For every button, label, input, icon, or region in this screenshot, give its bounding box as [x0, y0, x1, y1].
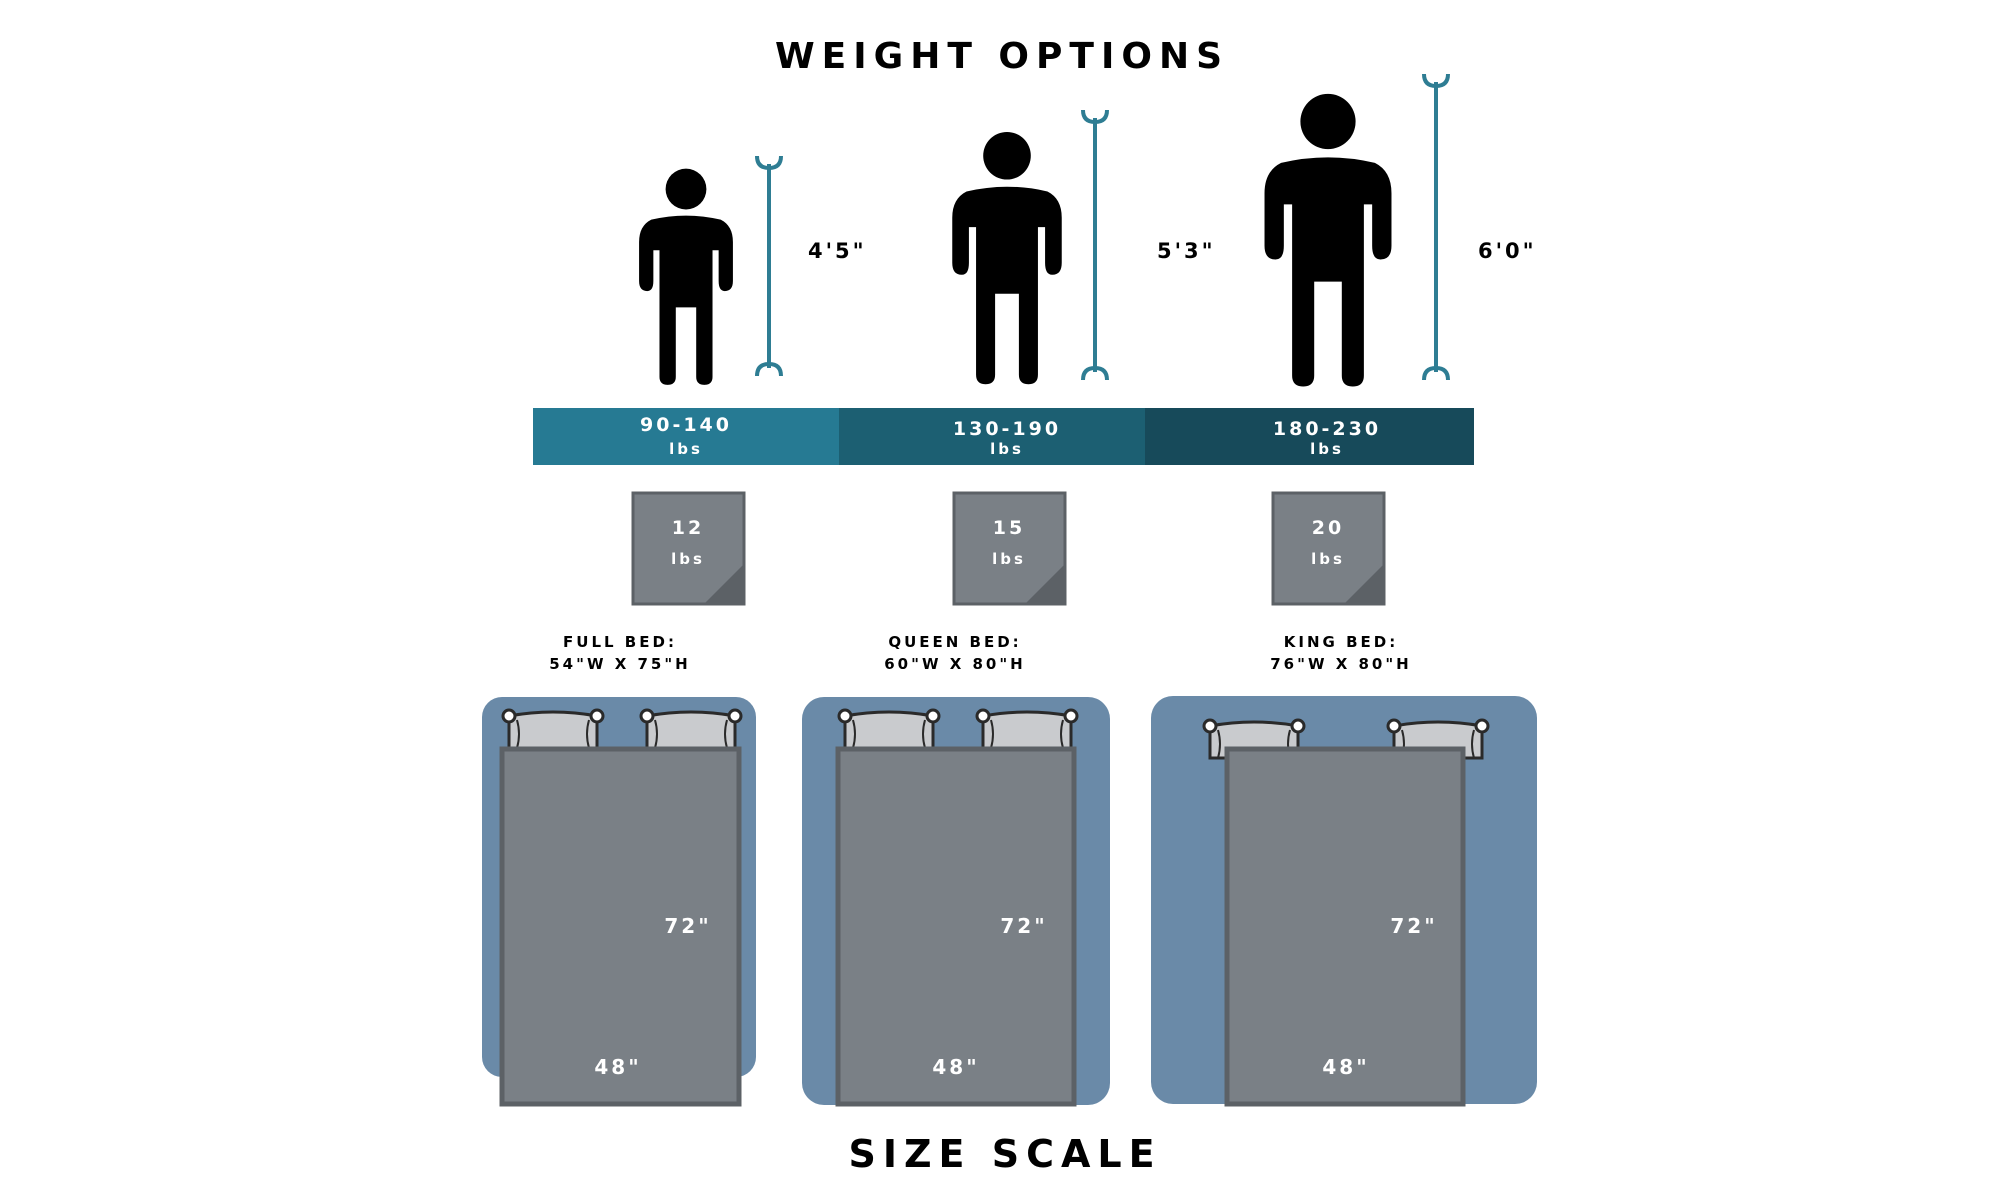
blanket-weight-label: 15: [993, 517, 1025, 539]
weight-band: [839, 408, 1145, 465]
person-icon: [952, 131, 1062, 385]
height-label: 4'5": [808, 239, 867, 263]
blanket-length-label: 72": [1000, 914, 1047, 938]
page-title: WEIGHT OPTIONS: [775, 36, 1229, 77]
weight-unit-label: lbs: [990, 440, 1024, 458]
blanket-unit-label: lbs: [992, 550, 1026, 568]
bed-name-label: QUEEN BED:: [888, 633, 1021, 651]
blanket-swatch: [631, 491, 746, 606]
weight-unit-label: lbs: [1310, 440, 1344, 458]
blanket-width-label: 48": [1322, 1055, 1369, 1079]
blanket-weight-label: 20: [1312, 517, 1344, 539]
blanket-length-label: 72": [1390, 914, 1437, 938]
blanket-width-label: 48": [932, 1055, 979, 1079]
pillow-icon: [639, 708, 743, 750]
blanket-swatch: [1271, 491, 1386, 606]
option-column-1: 4'5" 90-140 lbs 12 lbs FULL BED: 54"W X …: [482, 155, 867, 1107]
size-scale-title: SIZE SCALE: [848, 1132, 1161, 1176]
weight-band: [533, 408, 839, 465]
blanket: [835, 746, 1077, 1107]
weight-range-label: 90-140: [640, 414, 732, 436]
bed-name-label: KING BED:: [1284, 633, 1398, 651]
bed-illustration: [482, 697, 756, 1107]
bed-illustration: [802, 697, 1110, 1107]
height-marker: [755, 155, 783, 377]
height-marker: [1081, 109, 1109, 381]
blanket-swatch: [952, 491, 1067, 606]
pillow-icon: [975, 708, 1079, 750]
blanket-unit-label: lbs: [671, 550, 705, 568]
weight-unit-label: lbs: [669, 440, 703, 458]
weight-range-label: 180-230: [1273, 418, 1381, 440]
bed-size-label: 54"W X 75"H: [549, 655, 691, 673]
weight-range-label: 130-190: [953, 418, 1061, 440]
height-marker: [1422, 73, 1450, 381]
bed-size-label: 76"W X 80"H: [1270, 655, 1412, 673]
blanket: [499, 746, 742, 1107]
height-label: 5'3": [1157, 239, 1216, 263]
blanket-weight-label: 12: [672, 517, 704, 539]
bed-name-label: FULL BED:: [563, 633, 677, 651]
option-column-3: 6'0" 180-230 lbs 20 lbs KING BED: 76"W X…: [1145, 73, 1537, 1107]
blanket-length-label: 72": [664, 914, 711, 938]
person-icon: [1264, 93, 1392, 387]
blanket-width-label: 48": [594, 1055, 641, 1079]
height-label: 6'0": [1478, 239, 1537, 263]
blanket: [1224, 746, 1466, 1107]
person-icon: [639, 168, 733, 385]
pillow-icon: [837, 708, 941, 750]
blanket-unit-label: lbs: [1311, 550, 1345, 568]
bed-illustration: [1151, 696, 1537, 1107]
option-column-2: 5'3" 130-190 lbs 15 lbs QUEEN BED: 60"W …: [802, 109, 1216, 1107]
bed-size-label: 60"W X 80"H: [884, 655, 1026, 673]
weight-band: [1145, 408, 1474, 465]
pillow-icon: [501, 708, 605, 750]
